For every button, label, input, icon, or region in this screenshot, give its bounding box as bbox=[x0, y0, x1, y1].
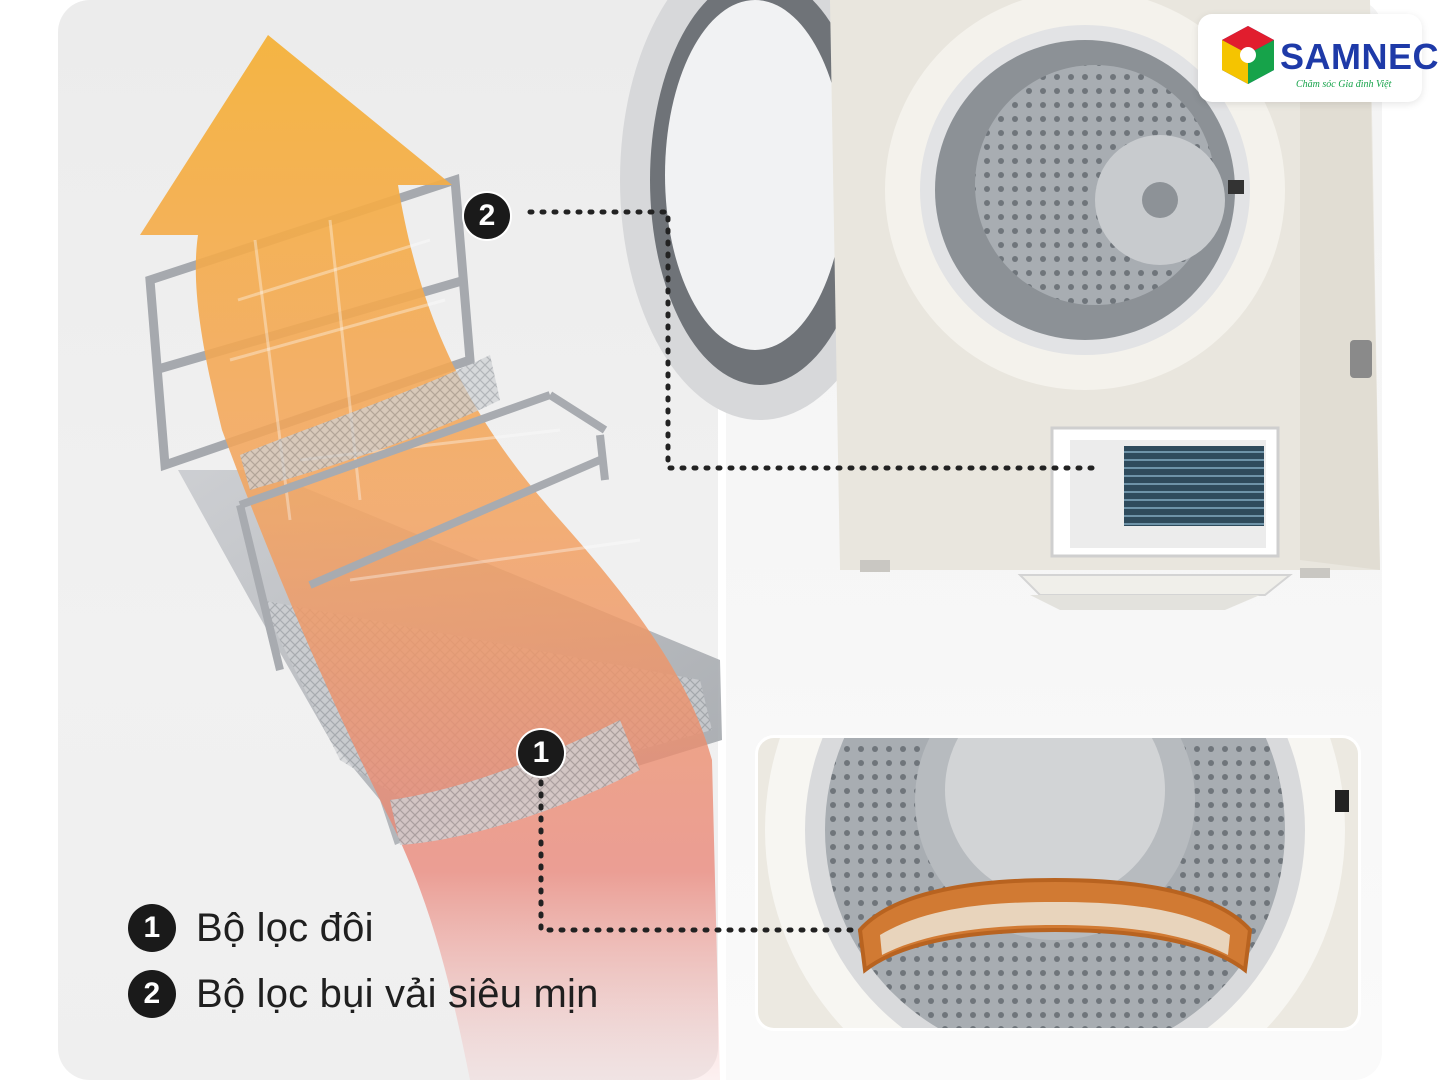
brand-logo-mark-icon bbox=[1222, 26, 1274, 84]
leader-line-2 bbox=[527, 209, 1103, 471]
legend: 1 Bộ lọc đôi 2 Bộ lọc bụi vải siêu mịn bbox=[128, 900, 708, 1030]
filter-mesh bbox=[240, 355, 500, 490]
callout-1-badge: 1 bbox=[518, 730, 564, 776]
callout-2-badge: 2 bbox=[464, 193, 510, 239]
dryer-foot bbox=[860, 560, 890, 572]
filter-lower-mesh bbox=[390, 720, 640, 845]
airflow-arrow bbox=[140, 35, 720, 1080]
inner-filter-frame bbox=[236, 391, 609, 671]
heat-exchanger-compartment bbox=[1017, 426, 1293, 610]
filter-inset bbox=[755, 735, 1361, 1031]
legend-number-badge: 2 bbox=[128, 970, 176, 1018]
brand-logo: SAMNEC Chăm sóc Gia đình Việt bbox=[1198, 14, 1439, 102]
legend-label: Bộ lọc bụi vải siêu mịn bbox=[196, 971, 599, 1016]
legend-item-2: 2 Bộ lọc bụi vải siêu mịn bbox=[128, 966, 599, 1022]
legend-number-badge: 1 bbox=[128, 904, 176, 952]
dryer-foot bbox=[1300, 568, 1330, 578]
legend-label: Bộ lọc đôi bbox=[196, 905, 374, 950]
dryer-door bbox=[620, 0, 900, 420]
brand-name: SAMNEC bbox=[1280, 36, 1440, 77]
airflow-grid bbox=[229, 219, 641, 582]
brand-tagline: Chăm sóc Gia đình Việt bbox=[1296, 79, 1392, 90]
leader-line-1 bbox=[538, 779, 863, 933]
legend-item-1: 1 Bộ lọc đôi bbox=[128, 900, 374, 956]
